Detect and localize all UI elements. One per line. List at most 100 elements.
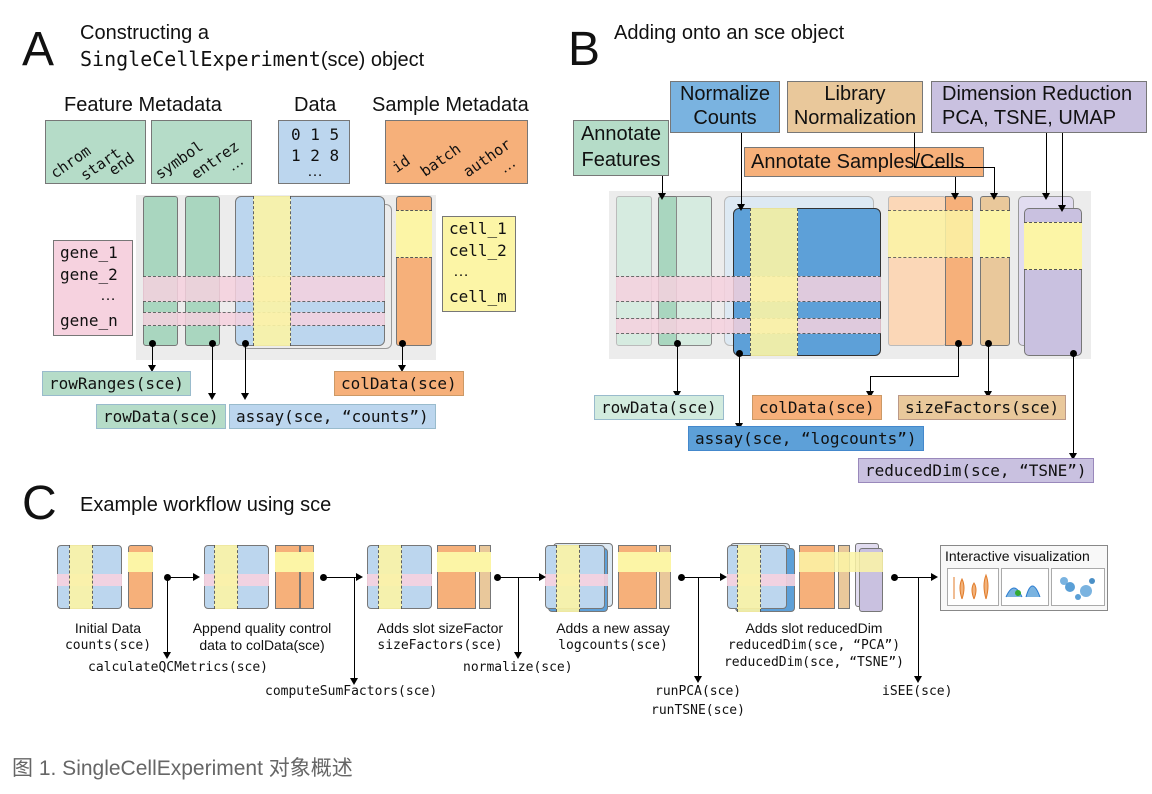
- viz-thumb-density: [1001, 568, 1049, 606]
- b-reduceddim-connector-dot: [1070, 350, 1077, 357]
- b-coldata-arrowhead: [866, 391, 874, 398]
- panel-c-title: Example workflow using sce: [80, 494, 332, 516]
- violin-plot-icon: [953, 573, 989, 600]
- b-coldata-connector-line-v2: [870, 376, 871, 392]
- b-gene-row-highlight-2: [616, 318, 881, 334]
- b-gene-row-highlight-1: [616, 276, 881, 302]
- annotate-samples-arrow-line: [955, 177, 956, 194]
- coldata-arrowhead: [398, 365, 406, 372]
- library-normalization-arrow-line-h: [914, 167, 994, 168]
- cell-names-box: cell_1 cell_2 … cell_m: [442, 216, 516, 312]
- c-arrow1-drop-head: [163, 652, 171, 659]
- normalize-counts-box: Normalize Counts: [670, 81, 780, 133]
- step1-col-highlight: [69, 545, 93, 609]
- step3-label: Adds slot sizeFactor sizeFactors(sce): [360, 620, 520, 654]
- c-arrow2-drop: [354, 577, 355, 679]
- coldata-cell-highlight: [396, 210, 432, 258]
- step2-col-highlight: [214, 545, 238, 609]
- interactive-visualization-panel: Interactive visualization: [940, 545, 1108, 611]
- c-arrow5-drop: [918, 577, 919, 677]
- assay-connector-line: [245, 344, 246, 394]
- sample-metadata-label: Sample Metadata: [372, 94, 529, 116]
- cell-1: cell_1: [449, 219, 507, 238]
- panel-a-letter: A: [22, 23, 55, 76]
- c-arrow2-drop-head: [350, 678, 358, 685]
- step5-coldata-highlight: [799, 552, 883, 572]
- annotate-samples-box: Annotate Samples/Cells: [744, 147, 984, 177]
- rowdata-connector-line: [212, 344, 213, 394]
- panel-a-title-line2: SingleCellExperiment(sce) object: [80, 47, 424, 72]
- panel-a-title-code: SingleCellExperiment: [80, 47, 321, 71]
- c-arrow5-head: [931, 573, 938, 581]
- normalize-counts-arrowhead: [737, 204, 745, 211]
- step3-col-highlight: [378, 545, 402, 609]
- feature-metadata-label: Feature Metadata: [64, 94, 222, 116]
- feature-metadata-box-1: chrom start end: [45, 120, 146, 184]
- b-assay-connector-line: [739, 354, 740, 424]
- dimred-arrowhead-2: [1058, 205, 1066, 212]
- cell-2: cell_2: [449, 241, 507, 260]
- c-arrow4-drop: [698, 577, 699, 677]
- panel-b-letter: B: [568, 23, 601, 76]
- c-arrow3-drop: [518, 577, 519, 653]
- cell-m: cell_m: [449, 287, 507, 306]
- gene-ellipsis: …: [100, 287, 116, 304]
- sizefactors-cell-highlight: [980, 210, 1010, 258]
- step4-coldata-highlight: [618, 552, 671, 572]
- step4-line2: logcounts(sce): [558, 638, 668, 653]
- annotate-features-line1: Annotate: [580, 123, 662, 145]
- cell-ellipsis: …: [453, 263, 469, 280]
- step3-line2: sizeFactors(sce): [377, 638, 503, 653]
- step5-col-highlight: [737, 545, 761, 612]
- step5-line3: reducedDim(sce, “TSNE”): [723, 655, 904, 670]
- scatter-plot-icon: [1060, 577, 1095, 600]
- coldata-accessor-b: colData(sce): [752, 395, 882, 420]
- library-normalization-line2: Normalization: [793, 107, 917, 129]
- c-arrow4-drop-head: [694, 676, 702, 683]
- sample-metadata-box: id batch author …: [385, 120, 528, 184]
- step2-line1: Append quality control: [192, 620, 332, 636]
- data-ellipsis: …: [307, 163, 323, 180]
- density-plot-icon: [1005, 585, 1041, 598]
- c-arrow4-head: [720, 573, 727, 581]
- figure-caption: 图 1. SingleCellExperiment 对象概述: [12, 757, 353, 780]
- feature-metadata-box-2: symbol entrez …: [151, 120, 252, 184]
- reduceddim-accessor: reducedDim(sce, “TSNE”): [858, 458, 1094, 483]
- panel-a-title-rest: (sce) object: [320, 49, 425, 71]
- dimred-arrowhead-1: [1042, 193, 1050, 200]
- b-coldata-connector-line-h: [870, 376, 959, 377]
- data-nums-row2: 1 2 8: [291, 146, 340, 165]
- fn-run-tsne: runTSNE(sce): [651, 703, 745, 718]
- fn-compute-sum-factors: computeSumFactors(sce): [265, 684, 438, 699]
- step5-line1: Adds slot reducedDim: [745, 620, 883, 636]
- fn-isee: iSEE(sce): [882, 684, 953, 699]
- reduceddim-cell-highlight: [1024, 222, 1082, 270]
- library-normalization-box: Library Normalization: [787, 81, 923, 133]
- dimred-arrow-line-1: [1046, 133, 1047, 194]
- b-cell-column-highlight: [750, 208, 798, 356]
- b-assay-connector-dot: [736, 350, 743, 357]
- library-normalization-arrowhead: [990, 193, 998, 200]
- sample-word-batch: batch: [416, 139, 465, 181]
- step4-line1: Adds a new assay: [556, 620, 670, 636]
- step5-line2: reducedDim(sce, “PCA”): [727, 638, 901, 653]
- step4-col-highlight: [556, 545, 580, 612]
- normalize-counts-line2: Counts: [693, 107, 757, 129]
- library-normalization-line1: Library: [824, 83, 886, 105]
- step3-line1: Adds slot sizeFactor: [376, 620, 504, 636]
- sizefactors-accessor: sizeFactors(sce): [898, 395, 1067, 420]
- library-normalization-arrow-line-v1: [914, 133, 915, 167]
- dimension-reduction-box: Dimension Reduction PCA, TSNE, UMAP: [931, 81, 1147, 133]
- fn-normalize: normalize(sce): [463, 660, 573, 675]
- b-coldata-cell-highlight: [888, 210, 973, 258]
- c-arrow1-line: [167, 577, 193, 578]
- rowranges-connector-line: [152, 344, 153, 366]
- dimension-reduction-line1: Dimension Reduction: [942, 83, 1133, 105]
- data-nums-row1: 0 1 5: [291, 125, 340, 144]
- step1-line2: counts(sce): [64, 638, 152, 653]
- step2-coldata-highlight: [275, 552, 314, 572]
- c-arrow5-drop-head: [914, 676, 922, 683]
- assay-arrowhead: [241, 393, 249, 400]
- assay-connector-dot: [242, 340, 249, 347]
- step1-label: Initial Data counts(sce): [48, 620, 168, 654]
